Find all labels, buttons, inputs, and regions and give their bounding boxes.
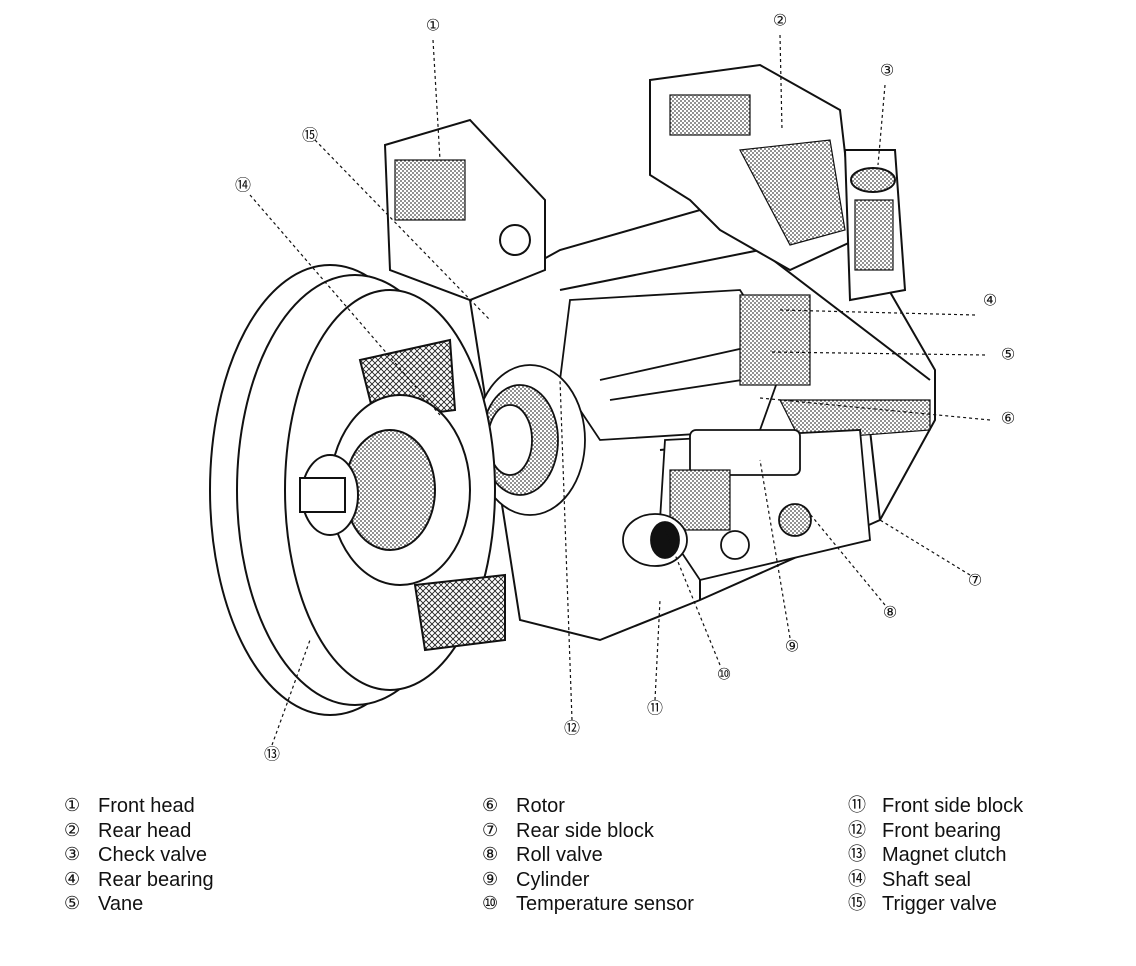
callout-marker-1: ① <box>426 16 440 35</box>
legend-column-1: ① Front head ② Rear head ③ Check valve ④ Rea… <box>64 794 214 917</box>
callout-marker-15: ⑮ <box>302 126 318 145</box>
legend-number: ⑭ <box>848 868 866 890</box>
callout-marker-2: ② <box>773 11 787 30</box>
legend-number: ⑫ <box>848 819 866 841</box>
rear-head-part <box>649 63 857 272</box>
callout-marker-4: ④ <box>983 291 997 310</box>
legend-number: ② <box>64 819 81 841</box>
legend-label: Temperature sensor <box>516 893 694 915</box>
legend-column-2: ⑥ Rotor ⑦ Rear side block ⑧ Roll valve ⑨ Cyl… <box>482 794 694 917</box>
magnet-clutch-part <box>209 264 506 716</box>
legend-item: ⑫ Front bearing <box>848 819 1023 844</box>
legend-item: ⑧ Roll valve <box>482 843 694 868</box>
callout-marker-5: ⑤ <box>1001 345 1015 364</box>
legend-item: ⑭ Shaft seal <box>848 868 1023 893</box>
callout-marker-8: ⑧ <box>883 603 897 622</box>
callout-marker-3: ③ <box>880 61 894 80</box>
legend-column-3: ⑪ Front side block ⑫ Front bearing ⑬ Magnet… <box>848 794 1023 917</box>
legend-number: ⑨ <box>482 868 499 890</box>
legend-number: ④ <box>64 868 81 890</box>
legend-label: Vane <box>98 893 144 915</box>
legend-label: Rotor <box>516 795 565 817</box>
legend-label: Shaft seal <box>882 868 971 891</box>
legend-number: ⑬ <box>848 844 866 865</box>
legend-number: ⑤ <box>64 893 81 914</box>
callout-marker-11: ⑪ <box>647 699 663 718</box>
legend-number: ⑮ <box>848 893 866 914</box>
legend-item: ⑩ Temperature sensor <box>482 892 694 917</box>
callout-marker-13: ⑬ <box>264 745 280 764</box>
callout-markers: ① ② ③ ④ ⑤ ⑥ ⑦ ⑧ ⑨ ⑩ ⑪ ⑫ ⑬ ⑭ ⑮ <box>235 11 1015 764</box>
front-head-part <box>383 118 546 302</box>
legend-number: ⑧ <box>482 844 499 865</box>
callout-marker-14: ⑭ <box>235 176 251 195</box>
legend-label: Check valve <box>98 844 207 866</box>
legend-item: ② Rear head <box>64 819 214 844</box>
legend-item: ⑤ Vane <box>64 892 214 917</box>
legend-item: ① Front head <box>64 794 214 819</box>
legend-label: Trigger valve <box>882 893 997 915</box>
legend-label: Roll valve <box>516 844 603 866</box>
legend-item: ⑮ Trigger valve <box>848 892 1023 917</box>
legend-label: Cylinder <box>516 868 590 891</box>
legend-item: ④ Rear bearing <box>64 868 214 893</box>
callout-marker-6: ⑥ <box>1001 409 1015 428</box>
check-valve-part <box>843 149 907 302</box>
callout-marker-12: ⑫ <box>564 719 580 738</box>
legend-item: ③ Check valve <box>64 843 214 868</box>
legend-label: Front bearing <box>882 819 1001 842</box>
temperature-sensor-part <box>622 513 688 567</box>
callout-marker-7: ⑦ <box>968 571 982 590</box>
front-bearing-part <box>474 364 586 516</box>
leader-lines <box>249 34 991 746</box>
legend-label: Front head <box>98 795 195 817</box>
rotor-part <box>559 289 931 441</box>
legend-item: ⑬ Magnet clutch <box>848 843 1023 868</box>
legend-item: ⑨ Cylinder <box>482 868 694 893</box>
legend-number: ⑪ <box>848 795 866 816</box>
legend-item: ⑥ Rotor <box>482 794 694 819</box>
legend-label: Rear side block <box>516 819 654 842</box>
legend-number: ⑩ <box>482 893 499 914</box>
legend-number: ① <box>64 795 81 816</box>
callout-marker-10: ⑩ <box>717 665 731 684</box>
legend-item: ⑪ Front side block <box>848 794 1023 819</box>
legend-label: Rear head <box>98 819 192 842</box>
legend-label: Rear bearing <box>98 868 214 891</box>
legend-label: Magnet clutch <box>882 844 1007 866</box>
legend-number: ⑥ <box>482 795 499 816</box>
legend-number: ③ <box>64 844 81 865</box>
legend-item: ⑦ Rear side block <box>482 819 694 844</box>
compressor-cutaway-diagram: ① ② ③ ④ ⑤ ⑥ ⑦ ⑧ ⑨ ⑩ ⑪ ⑫ ⑬ ⑭ ⑮ <box>209 11 1015 764</box>
legend-label: Front side block <box>882 795 1024 817</box>
cylinder-part <box>659 429 871 582</box>
legend-number: ⑦ <box>482 819 499 841</box>
callout-marker-9: ⑨ <box>785 637 799 656</box>
